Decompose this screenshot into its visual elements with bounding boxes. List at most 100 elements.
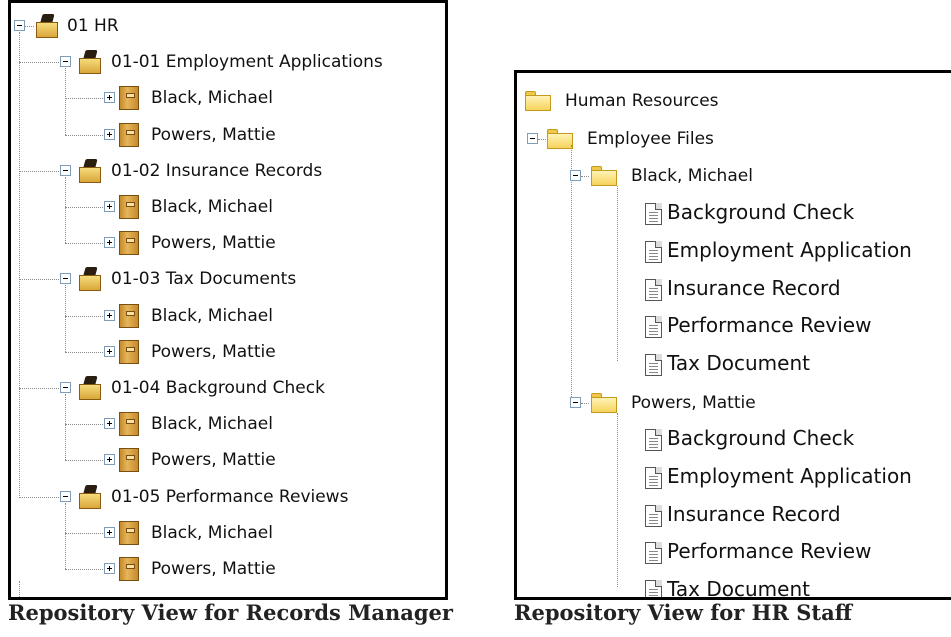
tree-connector [65, 68, 66, 135]
document-icon [645, 316, 662, 339]
tree-node-root[interactable]: 01 HR [67, 16, 119, 36]
tree-node-employee-files[interactable]: Employee Files [587, 128, 714, 149]
tree-connector [25, 26, 34, 27]
folder-icon [591, 392, 617, 413]
tree-node-person[interactable]: Powers, Mattie [151, 124, 276, 145]
folder-body [591, 170, 617, 187]
tree-connector [19, 581, 20, 597]
closed-folder-icon [119, 122, 139, 147]
tree-node-group[interactable]: 01-04 Background Check [111, 378, 325, 398]
cabinet-box [79, 492, 101, 509]
tree-connector [19, 388, 63, 389]
expand-toggle-person[interactable] [104, 309, 115, 321]
tree-connector [65, 243, 109, 245]
tree-node-group[interactable]: 01-02 Insurance Records [111, 160, 323, 181]
closed-folder-icon [119, 195, 139, 219]
expand-toggle-person[interactable] [104, 128, 115, 140]
expand-toggle-person[interactable] [104, 92, 115, 104]
tree-node-person[interactable]: Powers, Mattie [151, 341, 276, 362]
tree-connector [65, 502, 66, 569]
tree-connector [617, 186, 618, 361]
expand-toggle-person[interactable] [104, 418, 115, 430]
collapse-toggle-root[interactable] [14, 20, 25, 31]
tree-node-group[interactable]: 01-03 Tax Documents [111, 269, 297, 290]
tree-node-document[interactable]: Background Check [667, 200, 855, 225]
tree-node-person[interactable]: Powers, Mattie [151, 450, 276, 471]
collapse-toggle-group[interactable] [60, 56, 71, 68]
tree-connector [19, 32, 20, 498]
closed-folder-icon [119, 339, 139, 364]
tree-node-document[interactable]: Performance Review [667, 539, 872, 564]
tree-node-person[interactable]: Black, Michael [151, 522, 273, 543]
collapse-toggle-group[interactable] [60, 273, 71, 285]
closed-folder-icon [119, 557, 139, 581]
tree-connector [19, 279, 63, 281]
tree-connector [19, 62, 63, 64]
collapse-toggle-group[interactable] [60, 164, 71, 176]
tree-node-person[interactable]: Powers, Mattie [151, 559, 276, 579]
tree-node-person[interactable]: Black, Michael [151, 305, 273, 326]
hr-staff-caption: Repository View for HR Staff [514, 600, 852, 625]
open-cabinet-icon [78, 158, 102, 183]
cabinet-box [36, 22, 58, 38]
document-icon [645, 580, 662, 597]
tree-node-person[interactable]: Powers, Mattie [151, 233, 276, 254]
tree-node-root[interactable]: Human Resources [565, 91, 719, 111]
tree-connector [65, 351, 109, 353]
tree-connector [581, 402, 589, 404]
tree-node-person[interactable]: Black, Michael [151, 414, 273, 435]
tree-node-document[interactable]: Tax Document [667, 350, 810, 375]
expand-toggle-person[interactable] [104, 201, 115, 212]
folder-tab [591, 166, 602, 172]
tree-node-document[interactable]: Background Check [667, 426, 855, 451]
folder-body [525, 95, 551, 111]
tree-node-employee[interactable]: Powers, Mattie [631, 392, 756, 413]
tree-node-document[interactable]: Tax Document [667, 577, 810, 600]
tree-connector [617, 412, 618, 588]
collapse-toggle-employee-files[interactable] [527, 132, 538, 144]
closed-folder-icon [119, 520, 139, 545]
tree-node-group[interactable]: 01-05 Performance Reviews [111, 486, 349, 507]
tree-connector [65, 569, 109, 570]
tree-node-document[interactable]: Insurance Record [667, 275, 841, 300]
tree-node-document[interactable]: Employment Application [667, 237, 912, 262]
collapse-toggle-employee[interactable] [570, 170, 581, 182]
folder-icon [525, 91, 551, 111]
expand-toggle-person[interactable] [104, 454, 115, 466]
collapse-toggle-employee[interactable] [570, 396, 581, 408]
expand-toggle-person[interactable] [104, 237, 115, 249]
document-icon [645, 278, 662, 301]
open-cabinet-icon [78, 376, 102, 400]
collapse-toggle-group[interactable] [60, 490, 71, 502]
cabinet-box [79, 166, 101, 183]
tree-node-document[interactable]: Performance Review [667, 313, 872, 338]
tree-node-employee[interactable]: Black, Michael [631, 166, 753, 187]
tree-connector [19, 496, 63, 498]
closed-folder-icon [119, 412, 139, 437]
tree-connector [65, 424, 109, 426]
document-icon [645, 467, 662, 489]
tree-node-person[interactable]: Black, Michael [151, 88, 273, 109]
document-icon [645, 353, 662, 376]
open-cabinet-icon [78, 484, 102, 509]
tree-node-document[interactable]: Employment Application [667, 464, 912, 488]
records-manager-caption: Repository View for Records Manager [8, 600, 453, 625]
tree-node-person[interactable]: Black, Michael [151, 197, 273, 217]
tree-connector [65, 460, 109, 462]
tree-connector [65, 207, 109, 208]
expand-toggle-person[interactable] [104, 345, 115, 357]
tree-node-document[interactable]: Insurance Record [667, 501, 841, 526]
expand-toggle-person[interactable] [104, 526, 115, 538]
closed-folder-icon [119, 86, 139, 111]
folder-icon [591, 166, 617, 187]
expand-toggle-person[interactable] [104, 563, 115, 574]
closed-folder-icon [119, 231, 139, 256]
tree-connector [571, 144, 572, 403]
closed-folder-icon [119, 303, 139, 328]
collapse-toggle-group[interactable] [60, 382, 71, 393]
tree-node-group[interactable]: 01-01 Employment Applications [111, 52, 383, 73]
folder-tab [525, 91, 536, 96]
tree-connector [65, 315, 109, 317]
folder-tab [591, 392, 602, 398]
